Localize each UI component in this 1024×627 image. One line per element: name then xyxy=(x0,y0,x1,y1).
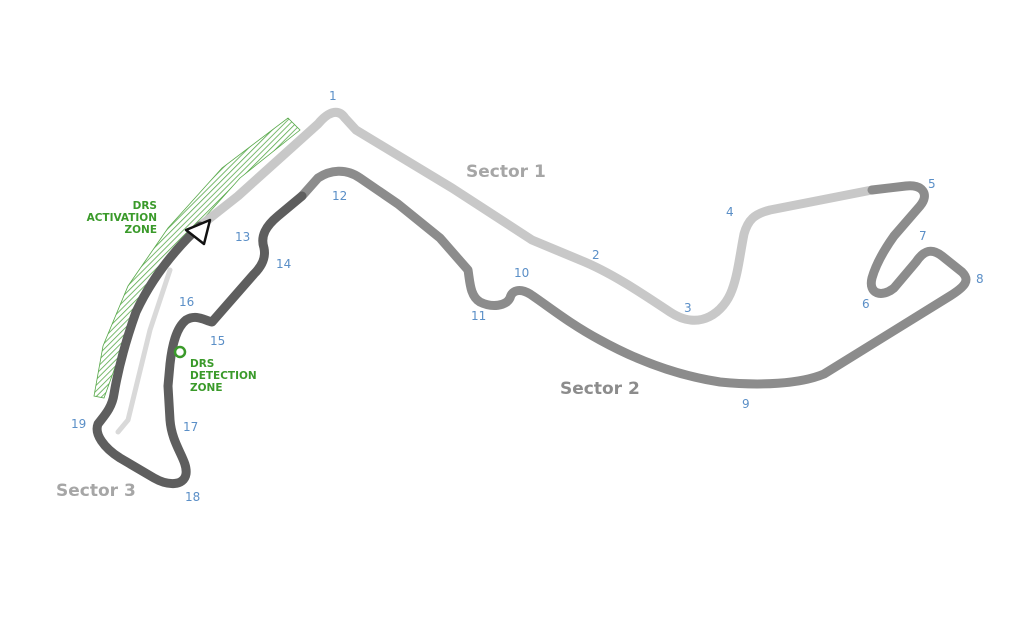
direction-arrow-icon xyxy=(184,218,212,246)
turn-3-label: 3 xyxy=(684,301,692,315)
drs-activation-line-3: ZONE xyxy=(125,224,158,236)
drs-detection-line-2: DETECTION xyxy=(190,370,257,382)
turn-numbers: 1 2 3 4 5 6 7 8 9 10 11 12 13 14 15 16 1… xyxy=(71,89,984,504)
drs-activation-label: DRS ACTIVATION ZONE xyxy=(87,200,157,236)
turn-9-label: 9 xyxy=(742,397,750,411)
turn-8-label: 8 xyxy=(976,272,984,286)
sector-2-track xyxy=(297,166,971,389)
turn-7-label: 7 xyxy=(919,229,927,243)
turn-5-label: 5 xyxy=(928,177,936,191)
sector-3-label: Sector 3 xyxy=(56,481,136,501)
turn-16-label: 16 xyxy=(179,295,194,309)
turn-6-label: 6 xyxy=(862,297,870,311)
turn-12-label: 12 xyxy=(332,189,347,203)
drs-activation-zone xyxy=(93,117,301,399)
pit-lane xyxy=(115,267,173,435)
drs-activation-line-2: ACTIVATION xyxy=(87,212,157,224)
turn-15-label: 15 xyxy=(210,334,225,348)
turn-17-label: 17 xyxy=(183,420,198,434)
turn-13-label: 13 xyxy=(235,230,250,244)
turn-2-label: 2 xyxy=(592,248,600,262)
turn-18-label: 18 xyxy=(185,490,200,504)
turn-1-label: 1 xyxy=(329,89,337,103)
sector-3-track xyxy=(92,191,307,488)
turn-11-label: 11 xyxy=(471,309,486,323)
turn-4-label: 4 xyxy=(726,205,734,219)
turn-19-label: 19 xyxy=(71,417,86,431)
sector-1-label: Sector 1 xyxy=(466,162,546,182)
drs-detection-label: DRS DETECTION ZONE xyxy=(190,358,257,394)
turn-10-label: 10 xyxy=(514,266,529,280)
sector-1-track xyxy=(195,107,877,325)
sector-2-label: Sector 2 xyxy=(560,379,640,399)
turn-14-label: 14 xyxy=(276,257,291,271)
drs-detection-point-icon xyxy=(173,345,187,359)
drs-detection-line-3: ZONE xyxy=(190,382,223,394)
drs-activation-line-1: DRS xyxy=(133,200,157,212)
drs-detection-line-1: DRS xyxy=(190,358,214,370)
